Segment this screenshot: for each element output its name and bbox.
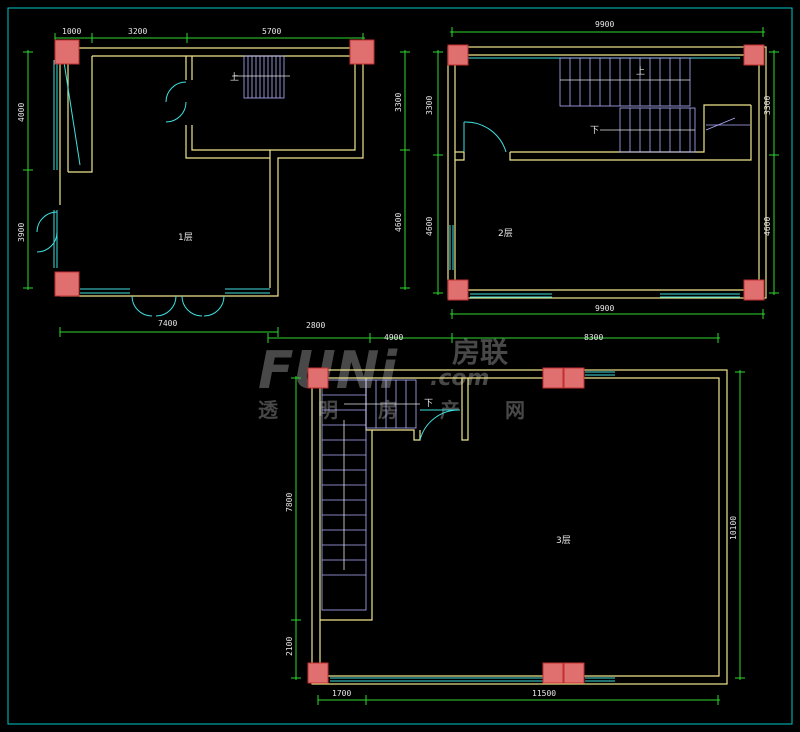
floor-3-dim-top-1: 2800 [306,321,325,330]
floor-3-dim-left-1: 7800 [285,493,294,512]
floor-2-dimension-lines [433,27,779,319]
floor-1-dim-bottom: 7400 [158,319,177,328]
floor-1-stair-label: 上 [230,72,239,83]
floor-1-walls [59,47,364,297]
floor-3-dim-bottom-1: 1700 [332,689,351,698]
watermark: FUNi 房联 .com 透 明 房 产 网 [258,336,525,422]
floor-3-dim-top-2: 4900 [384,333,403,342]
floor-2-dim-right-1: 3300 [763,96,772,115]
floor-1-dim-right-2: 4600 [394,213,403,232]
floor-2-dim-top: 9900 [595,20,614,29]
floor-2-windows [449,57,740,298]
floor-1-dim-top-3: 5700 [262,27,281,36]
floor-1-windows [36,60,270,317]
floor-2-stair-down-label: 下 [590,126,599,136]
watermark-slogan-3: 房 [378,398,398,422]
floor-2-stair [559,57,750,153]
floor-1-dim-top-2: 3200 [128,27,147,36]
floor-3-plan: 3层 下 2800 4900 8300 7800 2100 10100 1700… [267,321,745,705]
floor-2-dim-left-1: 3300 [425,96,434,115]
drawing-frame [7,7,793,725]
watermark-slogan-1: 透 [258,398,279,422]
floor-3-stair [321,379,420,611]
floor-1-plan: 1层 上 1000 3200 5700 4000 3900 3300 4600 … [17,27,410,337]
floor-2-walls [447,46,767,299]
floor-3-columns [307,367,585,684]
floor-1-dim-right-1: 3300 [394,93,403,112]
floor-3-dim-bottom-2: 11500 [532,689,556,698]
floor-3-dim-left-2: 2100 [285,637,294,656]
floor-3-dim-right: 10100 [729,516,738,540]
floor-3-dimension-lines [267,333,745,705]
floor-1-label: 1层 [178,232,193,243]
floor-3-label: 3层 [556,535,571,546]
floor-2-dim-left-2: 4600 [425,217,434,236]
floor-2-plan: 2层 上 下 9900 3300 4600 3300 4600 9900 [425,20,779,319]
floor-2-stair-up-label: 上 [636,66,645,77]
floor-1-columns [54,39,375,297]
floor-2-dim-right-2: 4600 [763,217,772,236]
floor-1-stair [232,55,290,99]
floor-2-columns [447,44,765,301]
watermark-brand: 房联 [452,336,508,369]
floor-1-dim-top-1: 1000 [62,27,81,36]
floor-2-dim-bottom: 9900 [595,304,614,313]
floor-1-dim-left-1: 4000 [17,103,26,122]
floor-3-windows [330,371,615,682]
floor-3-dim-top-3: 8300 [584,333,603,342]
floor-1-dimension-lines [23,33,410,337]
watermark-slogan-5: 网 [505,398,525,422]
floor-1-dim-left-2: 3900 [17,223,26,242]
floor-3-stair-label: 下 [424,399,433,409]
floor-2-label: 2层 [498,228,513,239]
